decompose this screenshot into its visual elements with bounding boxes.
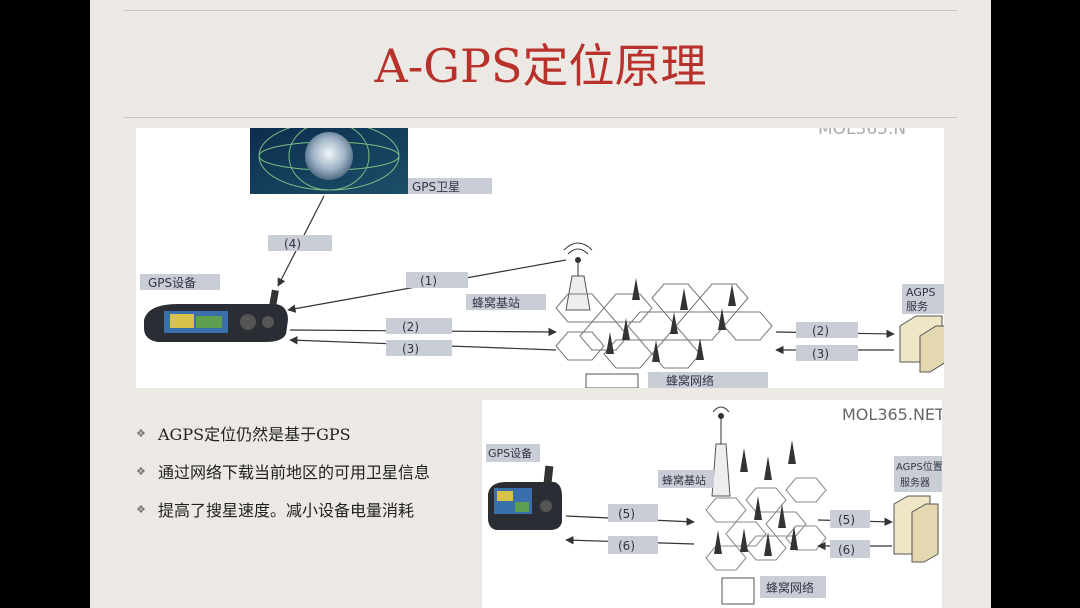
- server-label-line1-bottom: AGPS位置: [896, 460, 942, 473]
- satellite-label-box: GPS卫星: [408, 178, 492, 194]
- server-top: AGPS 服务: [899, 284, 944, 373]
- bullet-list: ❖ AGPS定位仍然是基于GPS ❖ 通过网络下载当前地区的可用卫星信息 ❖ 提…: [136, 414, 430, 528]
- device-label-bottom: GPS设备: [488, 446, 532, 460]
- server-bottom: AGPS位置 服务器: [893, 456, 942, 563]
- title-rule: [124, 117, 957, 118]
- server-label-line2: 服务: [906, 300, 928, 313]
- bullet-item: ❖ 提高了搜星速度。减小设备电量消耗: [136, 490, 430, 528]
- step-5-right-label: (5): [838, 513, 855, 527]
- gps-device: GPS设备: [140, 274, 288, 342]
- bullet-item: ❖ AGPS定位仍然是基于GPS: [136, 414, 430, 452]
- network-label-bottom: 蜂窝网络: [766, 580, 814, 595]
- bullet-text: AGPS定位仍然是基于GPS: [158, 425, 351, 444]
- bullet-icon: ❖: [136, 464, 146, 478]
- server-label-line1: AGPS: [906, 286, 935, 299]
- device-label: GPS设备: [148, 276, 196, 290]
- bullet-icon: ❖: [136, 502, 146, 516]
- satellite-image: [250, 128, 408, 194]
- step-1-label: (1): [420, 274, 437, 288]
- cell-network: [555, 242, 773, 388]
- satellite-label: GPS卫星: [412, 180, 460, 194]
- base-station-label-bottom: 蜂窝基站: [662, 473, 706, 487]
- step-2-left-label: (2): [402, 320, 419, 334]
- slide-title: A-GPS定位原理: [374, 39, 707, 93]
- cell-network-bottom: [705, 406, 827, 605]
- agps-diagram-top: GPS卫星 MOL365.N (4) GPS设备 (1): [136, 128, 944, 388]
- step-4-label: (4): [284, 237, 301, 251]
- watermark: MOL365.N: [818, 128, 906, 139]
- step-3-right-label: (3): [812, 347, 829, 361]
- top-rule: [124, 10, 957, 11]
- gps-device-bottom: [488, 465, 562, 530]
- bullet-icon: ❖: [136, 426, 146, 440]
- watermark-bottom: MOL365.NET: [842, 405, 942, 424]
- server-label-line2-bottom: 服务器: [900, 476, 930, 489]
- bullet-text: 提高了搜星速度。减小设备电量消耗: [158, 501, 415, 520]
- agps-diagram-bottom: MOL365.NET GPS设备 (5) (6): [482, 400, 942, 608]
- bullet-text: 通过网络下载当前地区的可用卫星信息: [158, 463, 431, 482]
- step-6-right-label: (6): [838, 543, 855, 557]
- step-2-right-label: (2): [812, 324, 829, 338]
- step-5-left-label: (5): [618, 507, 635, 521]
- step-3-left-label: (3): [402, 342, 419, 356]
- base-station-label: 蜂窝基站: [472, 295, 520, 310]
- slide: A-GPS定位原理: [90, 0, 991, 608]
- network-label: 蜂窝网络: [666, 373, 714, 388]
- bullet-item: ❖ 通过网络下载当前地区的可用卫星信息: [136, 452, 430, 490]
- step-6-left-label: (6): [618, 539, 635, 553]
